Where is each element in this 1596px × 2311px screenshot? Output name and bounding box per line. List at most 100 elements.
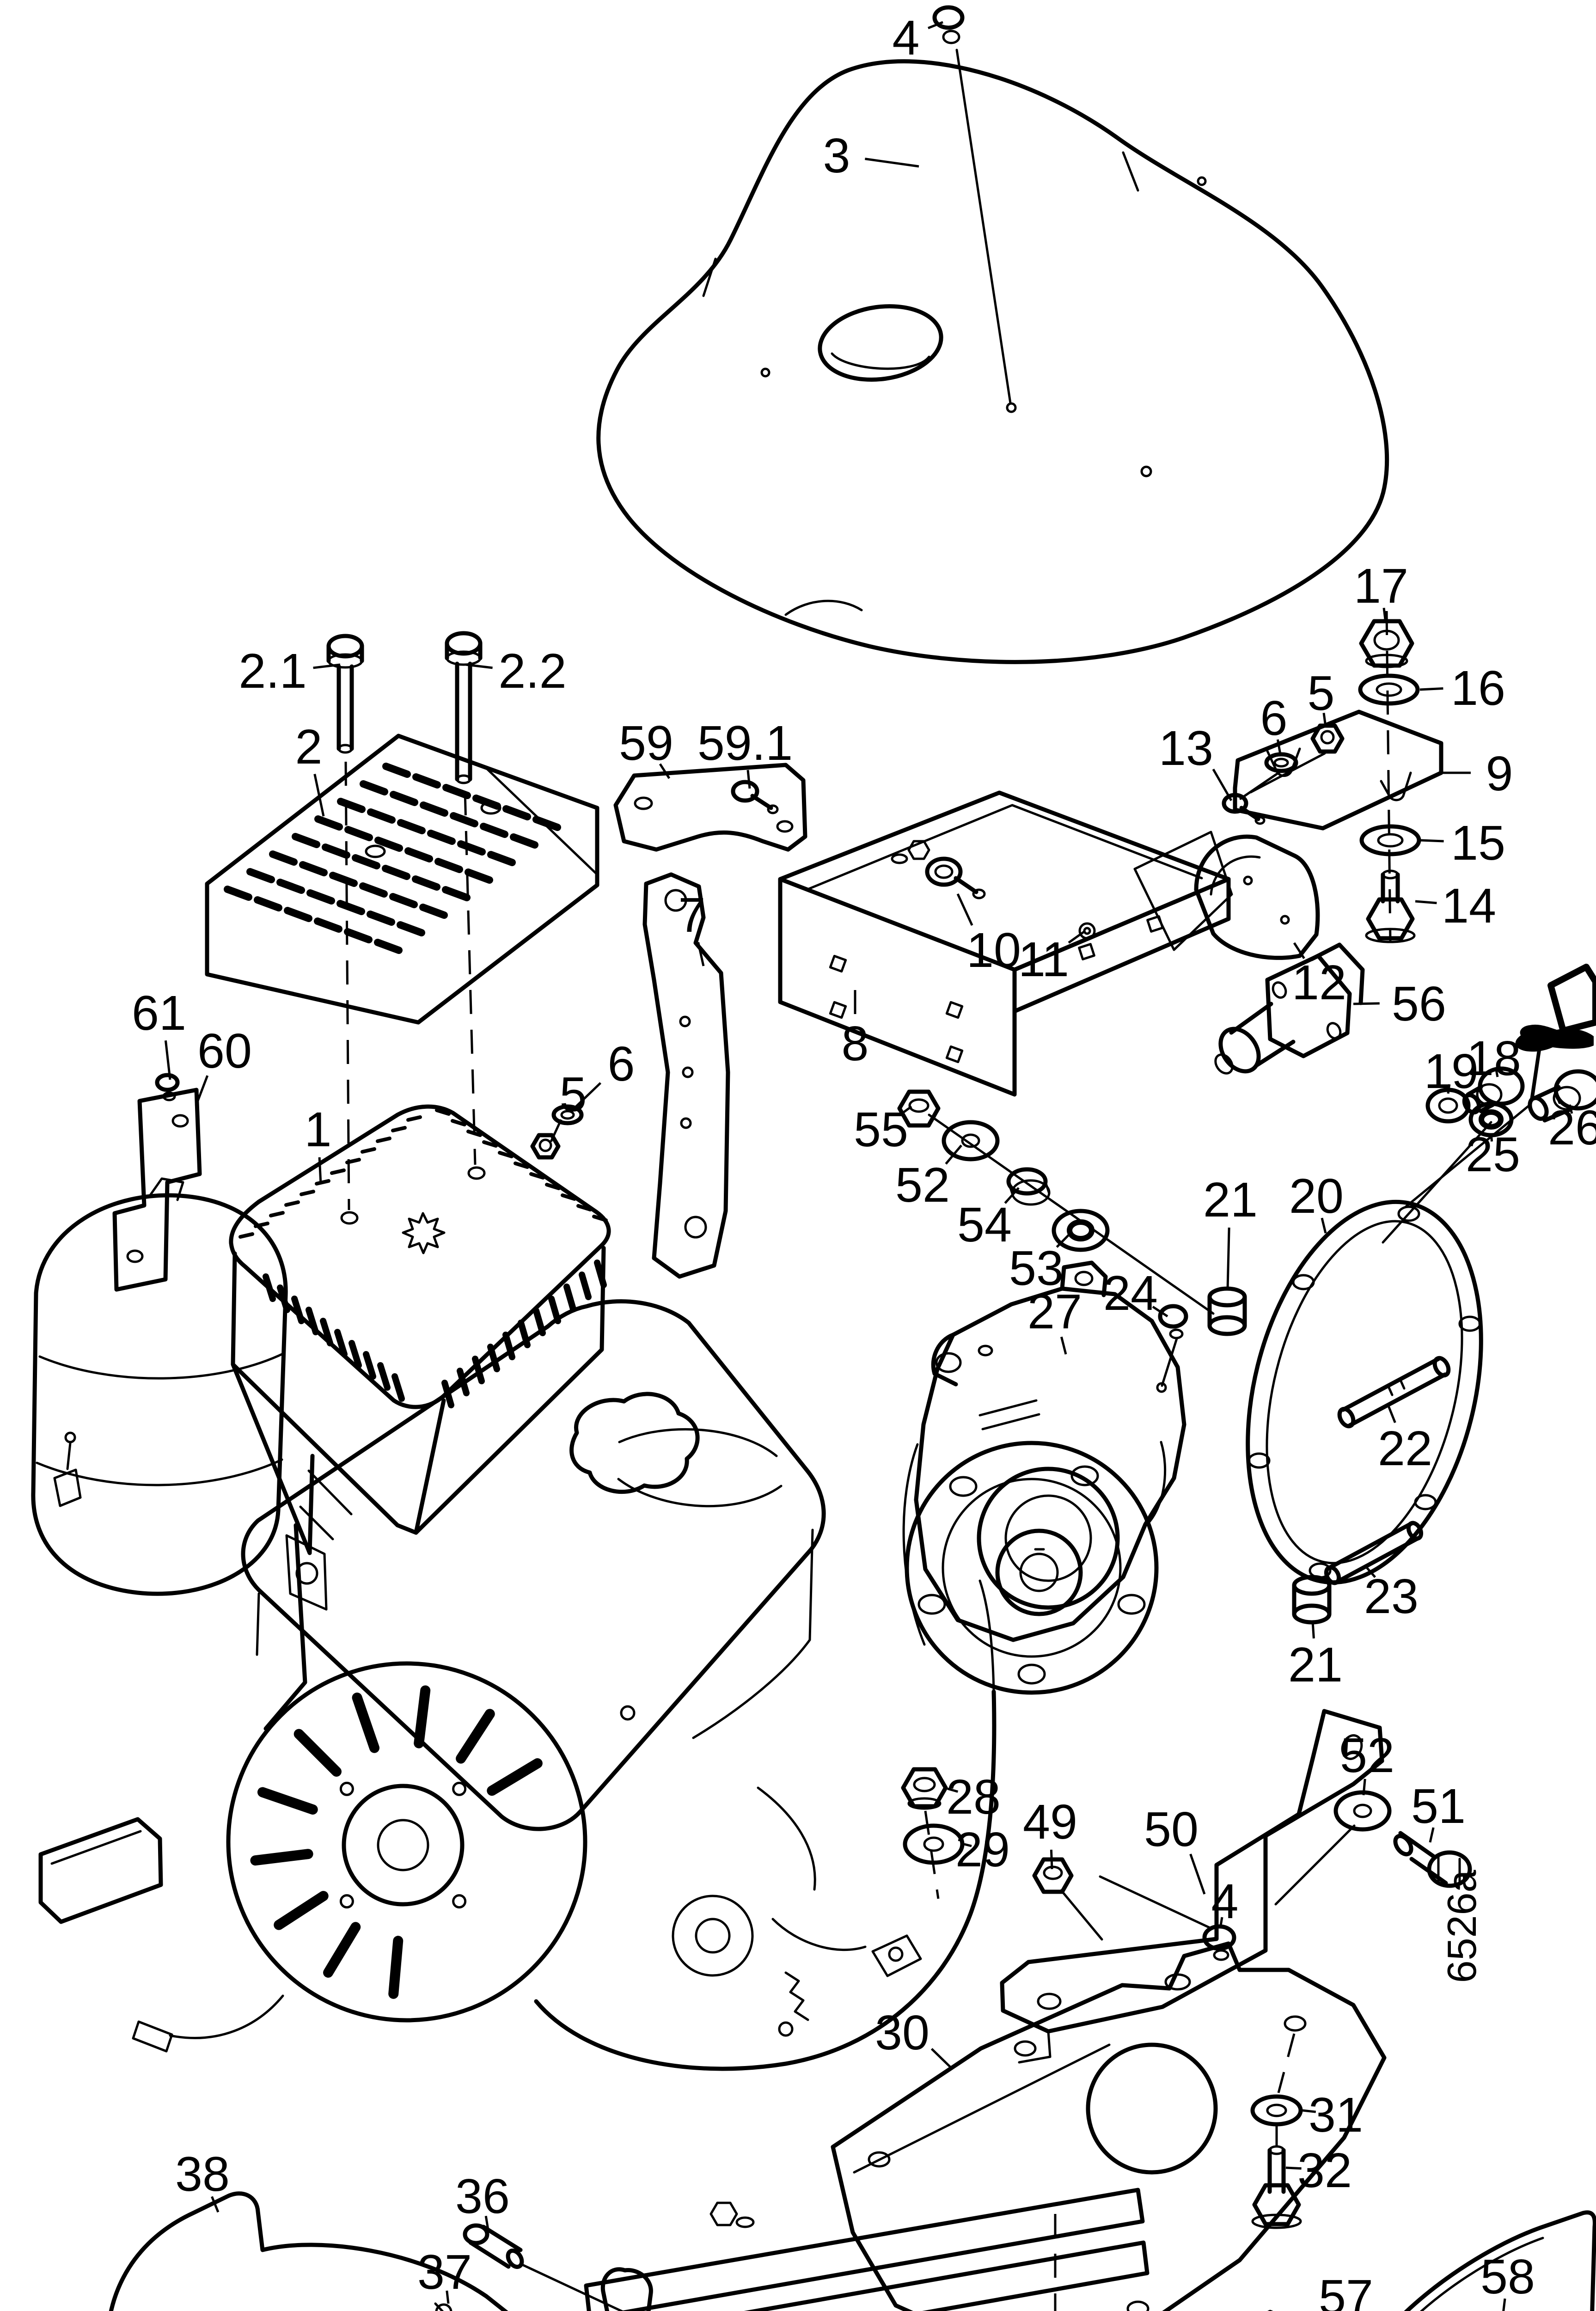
callout-label-55: 55: [854, 1102, 908, 1157]
part-22-stud: [1337, 1356, 1451, 1429]
callout-label-26: 26: [1548, 1100, 1596, 1155]
callout-label-31: 31: [1309, 2088, 1363, 2142]
part-13-screw: [1222, 793, 1266, 825]
part-frame: [584, 2188, 1150, 2311]
hub-bolt: [339, 1894, 354, 1909]
cover-slot: [277, 1284, 290, 1313]
part-4-screw-top: [932, 5, 1017, 413]
callout-label-2: 2: [295, 720, 323, 774]
callout-label-13: 13: [1159, 721, 1213, 776]
part-23-stud: [1324, 1521, 1424, 1585]
part-52-washer-b: [1274, 1790, 1392, 1906]
fan-slot: [294, 1729, 342, 1777]
cover-slot: [306, 1307, 319, 1335]
cover-slot: [263, 1273, 276, 1302]
callout-label-14: 14: [1442, 879, 1496, 933]
callout-leader-6: [571, 1082, 602, 1111]
callout-label-25: 25: [1466, 1127, 1520, 1182]
callout-label-50: 50: [1144, 1802, 1199, 1857]
grid-slot: [397, 819, 426, 834]
part-3-hood: [596, 59, 1389, 664]
cover-slot: [349, 1340, 362, 1369]
grid-slot: [450, 812, 478, 827]
grid-slot: [510, 833, 538, 849]
callout-leader-26: [1568, 1104, 1573, 1114]
cover-slot: [291, 1296, 305, 1324]
callout-label-6: 6: [608, 1037, 635, 1091]
grid-slot: [254, 896, 282, 911]
cover-serration: [529, 1172, 545, 1180]
callout-label-5: 5: [560, 1067, 587, 1122]
cover-slot: [502, 1332, 515, 1360]
callout-leader-14: [1415, 900, 1437, 905]
callout-leader-10: [956, 893, 973, 926]
part-2_1-bolt: [326, 634, 364, 1211]
callout-leader-36: [484, 2215, 489, 2230]
grid-slot: [412, 875, 440, 891]
cover-serration: [435, 1108, 451, 1116]
callout-label-7: 7: [679, 888, 706, 942]
cover-slot: [548, 1296, 561, 1324]
callout-label-54: 54: [957, 1198, 1012, 1252]
part-6-washer-upper: [1239, 752, 1298, 800]
callout-leader-52: [1362, 1779, 1366, 1796]
callout-leader-55: [899, 1105, 912, 1117]
grid-slot: [420, 801, 448, 817]
callout-leader-17: [1382, 607, 1387, 624]
alignment-lines-right: [1382, 1104, 1530, 1244]
callout-leader-58: [1502, 2298, 1506, 2311]
callout-label-28: 28: [946, 1770, 1001, 1824]
part-58-plate: [1404, 2210, 1596, 2311]
grid-slot: [359, 882, 388, 898]
part-5-nut-left: [530, 1133, 561, 1160]
part-17-nut: [1359, 619, 1414, 668]
callout-label-23: 23: [1364, 1569, 1419, 1624]
part-6-washer-left: [551, 1104, 584, 1125]
grid-slot: [352, 854, 380, 869]
cover-serration: [315, 1179, 330, 1186]
callout-label-30: 30: [875, 2005, 929, 2060]
cover-slot: [377, 1362, 391, 1391]
cover-serration: [406, 1115, 422, 1122]
callout-label-6: 6: [1260, 691, 1288, 746]
callout-label-18: 18: [1467, 1031, 1521, 1086]
callout-leader-28: [947, 1787, 959, 1793]
callout-label-2.1: 2.1: [238, 644, 306, 698]
part-38-cover: agria: [109, 2191, 508, 2311]
callout-label-57: 57: [1319, 2270, 1373, 2311]
part-61-screw: [155, 1073, 180, 1101]
cover-serration: [592, 1215, 608, 1222]
grid-slot: [269, 850, 298, 866]
grid-slot: [246, 868, 275, 883]
cover-serration: [269, 1211, 285, 1217]
cover-serration: [498, 1151, 514, 1158]
callout-leader-15: [1420, 839, 1444, 843]
callout-label-15: 15: [1451, 816, 1505, 870]
cover-slot: [457, 1368, 470, 1396]
grid-slot: [412, 773, 441, 789]
fan-slot: [250, 1849, 313, 1866]
callout-label-60: 60: [197, 1024, 252, 1078]
grid-slot: [480, 823, 508, 838]
callout-leader-5: [550, 1119, 563, 1143]
cover-slot: [594, 1259, 607, 1288]
callout-label-4: 4: [893, 11, 920, 65]
part-20-gasket: [1246, 1199, 1483, 1585]
grid-slot: [306, 889, 335, 905]
callout-leader-2: [313, 774, 325, 817]
grid-slot: [397, 921, 425, 936]
callout-leader-11: [1068, 929, 1086, 944]
washer-chain-55-53: [897, 1089, 1215, 1315]
grid-slot: [404, 847, 433, 862]
cover-slot: [441, 1380, 454, 1408]
cover-serration: [284, 1200, 300, 1207]
callout-label-20: 20: [1289, 1169, 1344, 1223]
part-56-connector: [1214, 942, 1365, 1075]
callout-label-36: 36: [455, 2169, 510, 2224]
part-55-nut: [897, 1089, 941, 1128]
part-12-pad: [1133, 831, 1320, 960]
callout-leader-6: [1276, 739, 1282, 755]
grid-slot: [390, 791, 418, 806]
callout-leader-59: [659, 763, 671, 779]
